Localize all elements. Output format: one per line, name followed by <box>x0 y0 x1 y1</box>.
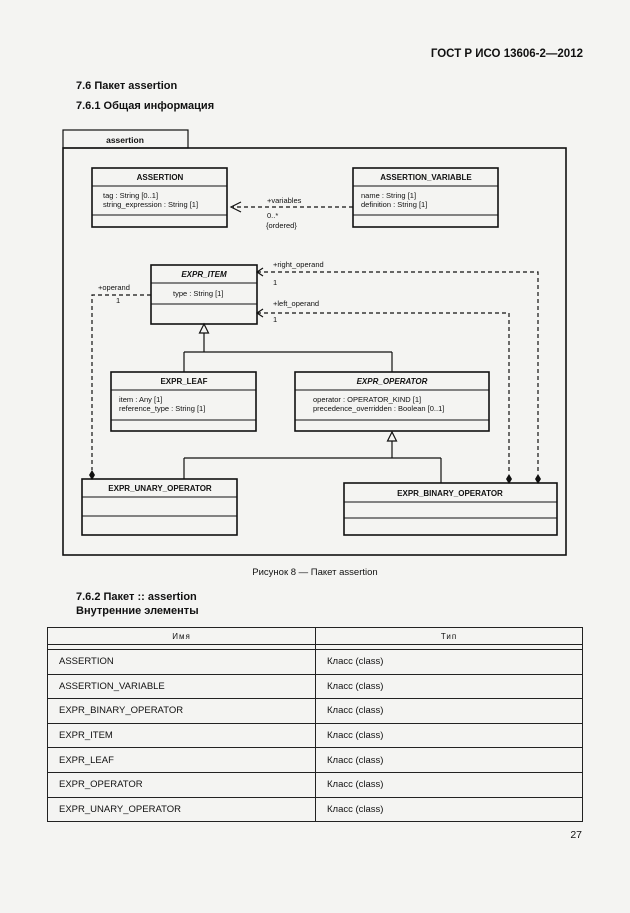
cell-name: ASSERTION <box>47 649 316 675</box>
cell-type: Класс (class) <box>315 649 583 675</box>
label-variables: +variables <box>267 196 302 205</box>
generalization-to-expr-item <box>183 322 393 372</box>
document-header: ГОСТ Р ИСО 13606-2—2012 <box>430 48 583 60</box>
cell-type: Класс (class) <box>315 747 583 773</box>
cell-type: Класс (class) <box>315 673 583 700</box>
class-attribute: name : String [1] <box>361 191 416 200</box>
table-header-row: Имя Тип <box>47 627 583 645</box>
class-name: EXPR_LEAF <box>160 377 207 386</box>
class-attribute: definition : String [1] <box>361 200 427 209</box>
class-attribute: string_expression : String [1] <box>103 200 198 209</box>
section-title-7-6-1: 7.6.1 Общая информация <box>76 100 215 112</box>
table-row: EXPR_ITEM Класс (class) <box>47 722 583 749</box>
diamond-end <box>89 470 95 480</box>
generalization-triangle <box>386 430 398 442</box>
diamond-end <box>535 474 541 484</box>
left-operand-association <box>257 312 510 474</box>
class-attribute: tag : String [0..1] <box>103 191 158 200</box>
class-name: EXPR_BINARY_OPERATOR <box>397 489 503 498</box>
class-name: ASSERTION <box>137 173 184 182</box>
uml-package-diagram: assertion ASSERTION tag : String [0..1] … <box>62 129 567 556</box>
class-name: EXPR_UNARY_OPERATOR <box>108 484 212 493</box>
class-expr-binary-operator: EXPR_BINARY_OPERATOR <box>343 482 558 536</box>
label-right-operand: +right_operand <box>273 260 324 269</box>
generalization-to-expr-operator <box>183 430 442 483</box>
table-row: ASSERTION Класс (class) <box>47 649 583 675</box>
class-attribute: reference_type : String [1] <box>119 404 205 413</box>
internal-elements-title: Внутренние элементы <box>76 605 199 617</box>
class-expr-operator: EXPR_OPERATOR operator : OPERATOR_KIND [… <box>294 371 490 432</box>
label-variables-mult: 0..* <box>267 211 278 220</box>
cell-type: Класс (class) <box>315 771 583 798</box>
class-expr-leaf: EXPR_LEAF item : Any [1] reference_type … <box>110 371 257 432</box>
cell-type: Класс (class) <box>315 722 583 749</box>
label-ordered: {ordered} <box>266 221 297 230</box>
table-row: EXPR_BINARY_OPERATOR Класс (class) <box>47 698 583 724</box>
class-name: EXPR_OPERATOR <box>357 377 428 386</box>
generalization-triangle <box>198 322 210 334</box>
cell-name: EXPR_ITEM <box>47 722 316 749</box>
class-attribute: operator : OPERATOR_KIND [1] <box>313 395 421 404</box>
open-arrowhead <box>255 308 264 318</box>
label-left-operand: +left_operand <box>273 299 319 308</box>
cell-name: EXPR_BINARY_OPERATOR <box>47 698 316 724</box>
table-row: EXPR_LEAF Класс (class) <box>47 747 583 773</box>
page-number: 27 <box>570 829 582 841</box>
section-title-7-6: 7.6 Пакет assertion <box>76 80 178 92</box>
table-row: EXPR_OPERATOR Класс (class) <box>47 771 583 798</box>
package-name: assertion <box>106 135 144 145</box>
class-expr-unary-operator: EXPR_UNARY_OPERATOR <box>81 478 238 536</box>
cell-type: Класс (class) <box>315 698 583 724</box>
cell-type: Класс (class) <box>315 796 583 823</box>
diamond-end <box>506 474 512 484</box>
open-arrowhead <box>229 201 242 213</box>
internal-elements-table: Имя Тип ASSERTION Класс (class) ASSERTIO… <box>47 627 583 823</box>
cell-name: EXPR_LEAF <box>47 747 316 773</box>
class-attribute: item : Any [1] <box>119 395 162 404</box>
package-frame <box>62 147 567 556</box>
table-row: EXPR_UNARY_OPERATOR Класс (class) <box>47 796 583 823</box>
open-arrowhead <box>255 267 264 277</box>
class-attribute: precedence_overridden : Boolean [0..1] <box>313 404 444 413</box>
class-name: ASSERTION_VARIABLE <box>380 173 472 182</box>
cell-name: EXPR_UNARY_OPERATOR <box>47 796 316 823</box>
operand-association <box>91 294 151 470</box>
class-assertion-variable: ASSERTION_VARIABLE name : String [1] def… <box>352 167 499 228</box>
column-header-type: Тип <box>315 627 583 645</box>
column-header-name: Имя <box>47 627 316 645</box>
cell-name: EXPR_OPERATOR <box>47 771 316 798</box>
class-assertion: ASSERTION tag : String [0..1] string_exp… <box>91 167 228 228</box>
figure-caption: Рисунок 8 — Пакет assertion <box>252 567 378 578</box>
label-operand: +operand <box>98 283 130 292</box>
cell-name: ASSERTION_VARIABLE <box>47 673 316 700</box>
label-right-mult: 1 <box>273 278 277 287</box>
right-operand-association <box>257 271 539 474</box>
class-attribute: type : String [1] <box>173 289 223 298</box>
class-name: EXPR_ITEM <box>181 270 227 279</box>
table-row: ASSERTION_VARIABLE Класс (class) <box>47 673 583 700</box>
label-operand-mult: 1 <box>116 296 120 305</box>
section-title-7-6-2: 7.6.2 Пакет :: assertion <box>76 591 197 603</box>
label-left-mult: 1 <box>273 315 277 324</box>
class-expr-item: EXPR_ITEM type : String [1] <box>150 264 258 325</box>
